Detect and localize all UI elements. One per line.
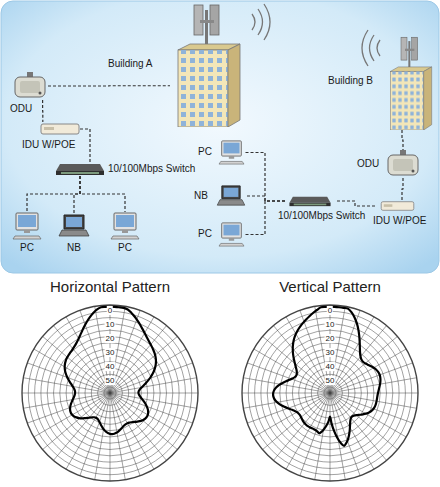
scale-number: 0: [107, 306, 113, 315]
polar-grid: [22, 305, 198, 481]
idu-icon: [381, 202, 414, 211]
scale-number: 40: [325, 362, 336, 371]
pc-icon: [219, 141, 244, 164]
dashed-link: [74, 176, 80, 214]
pc-node: PC: [110, 212, 140, 240]
scale-number: 20: [325, 334, 336, 343]
scale-number: 50: [105, 376, 116, 385]
scale-number: 30: [325, 348, 336, 357]
device-label: IDU W/POE: [373, 215, 426, 227]
network-switch: 10/100Mbps Switch: [285, 195, 335, 207]
scale-number: 10: [105, 320, 116, 329]
building-icon: [390, 37, 431, 130]
device-label: ODU: [357, 158, 379, 170]
laptop-icon: [59, 215, 89, 236]
radiation-pattern: [65, 307, 156, 434]
device-label: IDU W/POE: [22, 139, 75, 151]
pc-icon: [219, 223, 244, 246]
device-label: 10/100Mbps Switch: [278, 210, 365, 222]
pc-icon: [111, 213, 139, 239]
notebook-node: NB: [215, 185, 247, 207]
pattern-title: Vertical Pattern: [279, 279, 381, 295]
background-panel: [1, 1, 439, 273]
device-label: Building A: [108, 58, 152, 70]
odu-unit: ODU: [385, 150, 421, 178]
pc-node: PC: [12, 212, 42, 240]
scale-number: 0: [327, 306, 333, 315]
odu-icon: [388, 150, 418, 175]
scale-number: 50: [325, 376, 336, 385]
device-label: Building B: [328, 75, 373, 87]
dashed-link: [402, 130, 403, 150]
dashed-link: [80, 129, 90, 162]
polar-grid: [242, 305, 418, 481]
building-icon: [178, 5, 240, 127]
switch-icon: [289, 197, 330, 206]
pattern-title: Horizontal Pattern: [50, 279, 170, 295]
scale-number: 10: [325, 320, 336, 329]
notebook-node: NB: [58, 214, 90, 238]
dashed-link: [48, 85, 170, 86]
radiation-pattern: [273, 307, 380, 446]
switch-icon: [56, 164, 104, 175]
device-label: PC: [20, 242, 34, 254]
device-label: 10/100Mbps Switch: [108, 163, 195, 175]
dashed-link: [42, 100, 43, 122]
device-label: PC: [198, 228, 212, 240]
network-switch: 10/100Mbps Switch: [55, 162, 105, 176]
device-label: NB: [194, 190, 208, 202]
laptop-icon: [217, 186, 245, 205]
scale-number: 20: [105, 334, 116, 343]
dashed-link: [247, 196, 285, 201]
scale-number: 30: [105, 348, 116, 357]
device-label: ODU: [10, 103, 32, 115]
device-label: PC: [198, 146, 212, 158]
pc-icon: [13, 213, 41, 239]
building-b: Building B: [385, 35, 435, 130]
dashed-link: [80, 176, 125, 212]
idu-unit: IDU W/POE: [40, 122, 80, 136]
pc-node: PC: [218, 222, 245, 247]
idu-icon: [41, 124, 79, 134]
device-label: NB: [67, 242, 81, 254]
dashed-link: [335, 201, 375, 206]
building-a: Building A: [170, 2, 245, 127]
idu-unit: IDU W/POE: [375, 200, 420, 212]
dashed-link: [27, 176, 80, 212]
pc-node: PC: [218, 140, 245, 165]
odu-unit: ODU: [12, 72, 48, 100]
dashed-link: [402, 178, 403, 200]
dashed-link: [245, 153, 285, 202]
scale-number: 40: [105, 362, 116, 371]
odu-icon: [15, 72, 45, 97]
device-label: PC: [118, 242, 132, 254]
wireless-waves: [252, 4, 380, 66]
